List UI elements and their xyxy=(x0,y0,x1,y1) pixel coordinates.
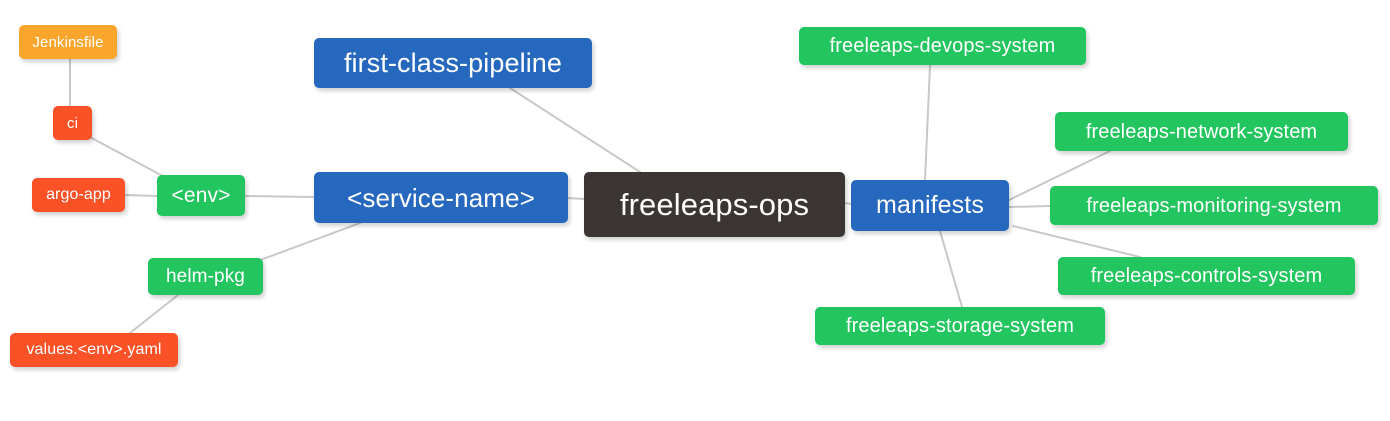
node-freeleaps-ops[interactable]: freeleaps-ops xyxy=(584,172,845,237)
node-label: first-class-pipeline xyxy=(343,47,563,78)
node-service-name[interactable]: <service-name> xyxy=(314,172,568,223)
node-label: <env> xyxy=(171,184,231,207)
node-freeleaps-network-system[interactable]: freeleaps-network-system xyxy=(1055,112,1348,151)
node-label: argo-app xyxy=(46,186,111,203)
node-manifests[interactable]: manifests xyxy=(851,180,1009,231)
node-label: ci xyxy=(66,114,79,132)
edge-service-name-to-freeleaps-ops xyxy=(567,197,585,200)
node-ci[interactable]: ci xyxy=(53,106,92,140)
node-jenkinsfile[interactable]: Jenkinsfile xyxy=(19,25,117,59)
node-label: freeleaps-storage-system xyxy=(845,315,1075,337)
edge-manifests-to-freeleaps-devops-system xyxy=(924,64,931,181)
edge-manifests-to-freeleaps-monitoring-system xyxy=(1008,205,1051,208)
edge-values-yaml-to-helm-pkg xyxy=(129,294,179,334)
node-freeleaps-controls-system[interactable]: freeleaps-controls-system xyxy=(1058,257,1355,295)
edge-first-class-pipeline-to-freeleaps-ops xyxy=(509,87,641,173)
node-label: freeleaps-controls-system xyxy=(1090,265,1323,287)
edge-manifests-to-freeleaps-controls-system xyxy=(1012,225,1141,258)
node-freeleaps-storage-system[interactable]: freeleaps-storage-system xyxy=(815,307,1105,345)
node-label: freeleaps-monitoring-system xyxy=(1086,194,1342,217)
node-label: values.<env>.yaml xyxy=(26,341,162,358)
edge-argo-app-to-env xyxy=(124,194,158,197)
node-label: Jenkinsfile xyxy=(32,33,104,51)
node-values-yaml[interactable]: values.<env>.yaml xyxy=(10,333,178,367)
node-argo-app[interactable]: argo-app xyxy=(32,178,125,212)
edge-helm-pkg-to-service-name xyxy=(254,222,361,263)
node-label: helm-pkg xyxy=(166,266,245,287)
node-freeleaps-devops-system[interactable]: freeleaps-devops-system xyxy=(799,27,1086,65)
node-label: freeleaps-devops-system xyxy=(829,35,1056,57)
node-freeleaps-monitoring-system[interactable]: freeleaps-monitoring-system xyxy=(1050,186,1378,225)
node-label: freeleaps-network-system xyxy=(1085,120,1318,143)
node-helm-pkg[interactable]: helm-pkg xyxy=(148,258,263,295)
node-label: <service-name> xyxy=(347,182,535,213)
node-label: manifests xyxy=(876,191,984,219)
node-label: freeleaps-ops xyxy=(619,187,810,222)
edge-manifests-to-freeleaps-storage-system xyxy=(939,230,963,308)
node-env[interactable]: <env> xyxy=(157,175,245,216)
edge-env-to-service-name xyxy=(244,195,315,198)
node-first-class-pipeline[interactable]: first-class-pipeline xyxy=(314,38,592,88)
